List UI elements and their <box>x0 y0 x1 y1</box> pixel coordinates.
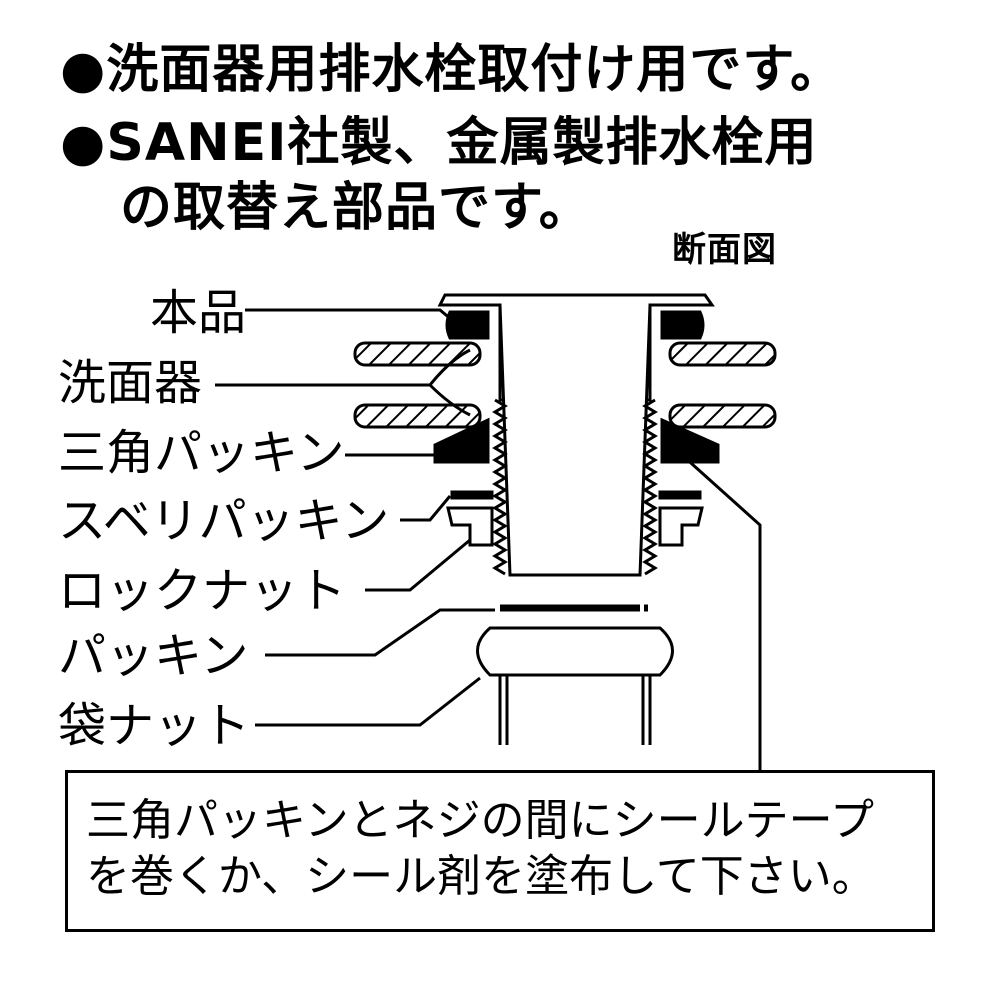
leader-note <box>680 453 762 772</box>
basin-lower-left <box>353 403 482 429</box>
leader-slip-packing <box>400 495 452 522</box>
label-slip-packing: スベリパッキン <box>58 493 390 549</box>
note-line-2: を巻くか、シール剤を塗布して下さい。 <box>86 851 876 902</box>
leader-cap-nut <box>255 676 481 727</box>
product-seal-right <box>660 310 705 340</box>
label-triangle-packing: 三角パッキン <box>58 425 345 481</box>
lock-nut-right <box>658 506 704 547</box>
slip-packing-right <box>658 490 702 500</box>
basin-upper-right <box>668 341 777 367</box>
label-lock-nut: ロックナット <box>58 563 347 619</box>
thread-left <box>492 398 508 576</box>
label-cap-nut: 袋ナット <box>58 698 251 754</box>
header-line-1: ●洗面器用排水栓取付け用です。 <box>60 40 844 100</box>
label-product: 本品 <box>150 285 247 341</box>
leader-packing <box>265 608 495 657</box>
label-packing: パッキン <box>58 628 249 684</box>
lock-nut-left <box>446 506 494 547</box>
label-basin: 洗面器 <box>58 355 203 411</box>
slip-packing-left <box>450 490 494 500</box>
leader-lock-nut <box>365 538 471 592</box>
leader-product <box>245 308 459 327</box>
cap-nut <box>476 626 674 677</box>
thread-right <box>642 398 658 576</box>
triangle-packing-right <box>660 417 720 464</box>
note-line-1: 三角パッキンとネジの間にシールテープ <box>86 795 875 846</box>
basin-lower-right <box>668 403 777 429</box>
diagram-title: 断面図 <box>672 230 777 270</box>
basin-upper-left <box>353 341 482 367</box>
instruction-note-box: 三角パッキンとネジの間にシールテープ を巻くか、シール剤を塗布して下さい。 <box>65 770 935 932</box>
product-seal-left <box>445 310 490 340</box>
leader-basin <box>215 348 471 417</box>
header-line-2: ●SANEI社製、金属製排水栓用 <box>60 113 818 173</box>
header-line-3: の取替え部品です。 <box>120 178 592 238</box>
drain-pipe <box>498 304 652 577</box>
